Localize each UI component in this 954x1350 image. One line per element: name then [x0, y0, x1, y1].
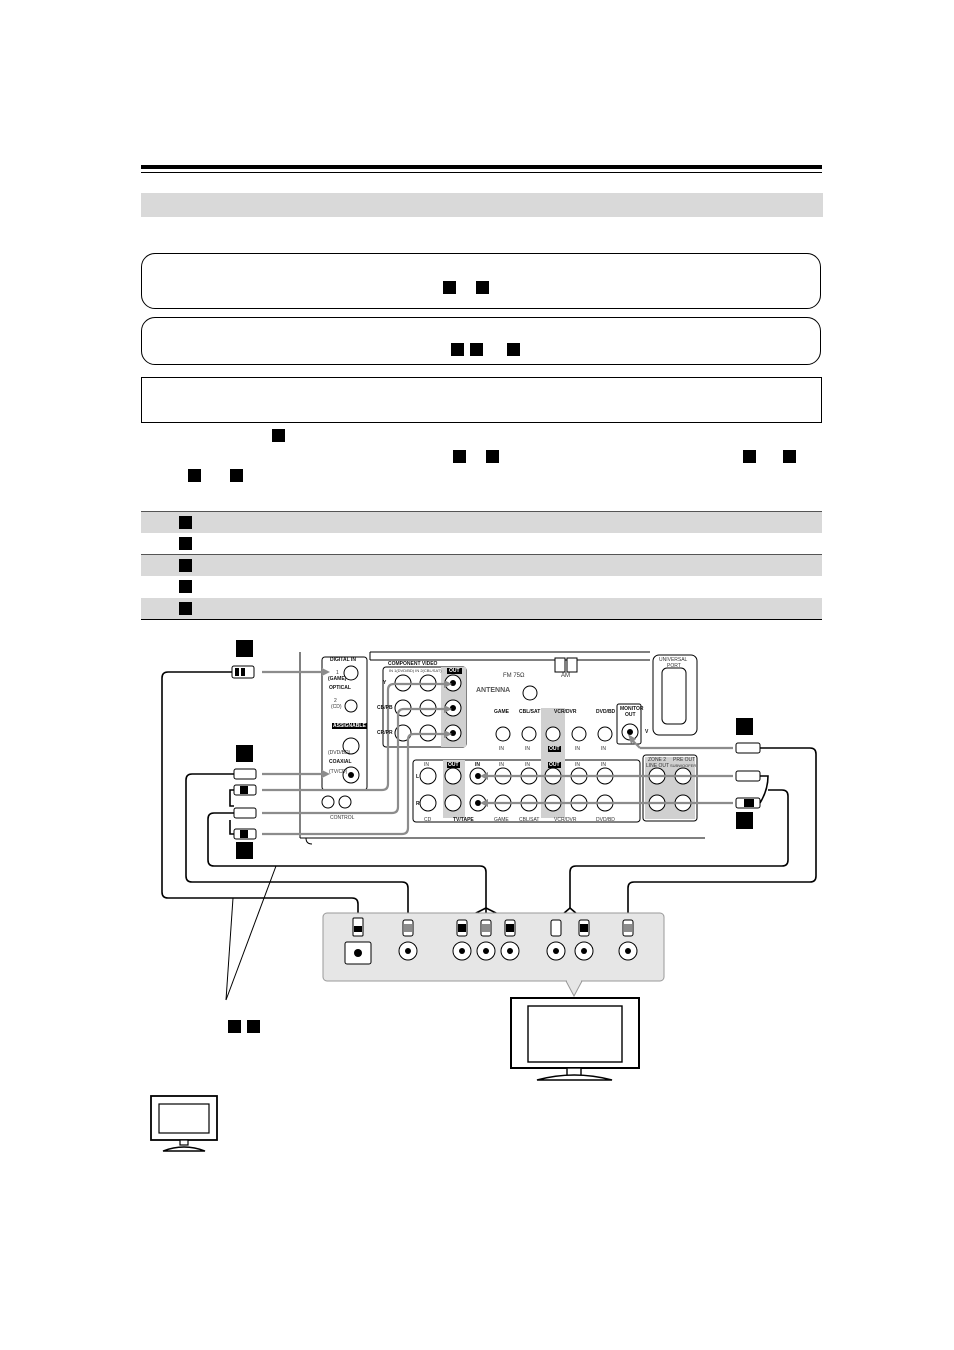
label-universal: UNIVERSAL	[659, 657, 688, 663]
step-marker	[230, 469, 243, 482]
label-v: V	[645, 729, 649, 735]
label-cv-in: IN 1(DVD/BD) IN 2(CBL/SAT)	[389, 668, 442, 673]
small-tv-icon	[150, 1095, 218, 1152]
label-tv-cd: (TV/CD)	[329, 769, 348, 775]
label-game-tag: (GAME)	[328, 676, 347, 682]
label-in: IN	[499, 762, 504, 768]
diagram-marker	[236, 745, 253, 762]
label-subwoofer: SUBWOOFER	[670, 763, 697, 768]
label-in: IN	[575, 746, 580, 752]
diagram-marker	[236, 640, 253, 657]
row-marker	[179, 602, 192, 615]
info-box-1	[141, 253, 821, 309]
label-digital-in: DIGITAL IN	[330, 657, 356, 663]
step-marker	[476, 281, 489, 294]
label-cb: CB/PB	[377, 705, 393, 711]
label-l: L	[416, 774, 420, 780]
label-cbl-sat: CBL/SAT	[519, 709, 541, 715]
label-dvd-bd: (DVD/BD)	[328, 750, 351, 756]
label-in: IN	[601, 746, 606, 752]
label-monitor-out: OUT	[625, 712, 636, 718]
step-marker	[188, 469, 201, 482]
row-marker	[179, 537, 192, 550]
label-vcr-dvr: VCR/DVR	[554, 817, 577, 823]
receiver-rear-panel	[299, 651, 705, 845]
label-tv-tape: TV/TAPE	[453, 817, 474, 823]
step-marker	[507, 343, 520, 356]
label-coax-num: 1	[336, 670, 339, 676]
label-opt-num: 2	[334, 698, 337, 704]
label-assignable: ASSIGNABLE	[332, 723, 367, 729]
label-cd: CD	[424, 817, 432, 823]
label-in: IN	[525, 746, 530, 752]
label-line-out: LINE OUT	[646, 763, 670, 769]
step-marker	[486, 450, 499, 463]
step-marker	[228, 1020, 241, 1033]
label-cv-out: OUT	[447, 668, 462, 674]
step-marker	[272, 429, 285, 442]
label-r: R	[416, 801, 420, 807]
step-marker	[453, 450, 466, 463]
diagram-marker	[236, 842, 253, 859]
label-zone2: ZONE 2	[648, 757, 667, 763]
step-marker	[443, 281, 456, 294]
label-coaxial: COAXIAL	[329, 759, 352, 765]
label-fm: FM 75Ω	[503, 673, 525, 679]
step-marker	[451, 343, 464, 356]
label-vcr-dvr: VCR/DVR	[554, 709, 577, 715]
step-marker	[247, 1020, 260, 1033]
label-opt-tag: (CD)	[331, 704, 342, 710]
tv-illustration	[510, 997, 640, 1081]
label-y: Y	[383, 680, 387, 686]
step-marker	[743, 450, 756, 463]
label-in: IN	[499, 746, 504, 752]
header-rule-thin	[141, 172, 822, 173]
label-pre-out: PRE OUT	[673, 757, 696, 763]
label-in: IN	[601, 762, 606, 768]
label-component-video: COMPONENT VIDEO	[388, 661, 438, 667]
label-out: OUT	[548, 746, 561, 752]
label-antenna: ANTENNA	[476, 687, 511, 694]
label-control: CONTROL	[330, 815, 355, 821]
info-box-2	[141, 317, 821, 365]
label-game: GAME	[494, 817, 509, 823]
step-marker	[470, 343, 483, 356]
table-row	[141, 598, 822, 619]
step-marker	[783, 450, 796, 463]
label-dvd-bd2: DVD/BD	[596, 817, 615, 823]
label-in: IN	[525, 762, 530, 768]
header-rule-thick	[141, 165, 822, 169]
label-out: OUT	[447, 762, 460, 768]
label-monitor: MONITOR	[620, 706, 644, 712]
label-in: IN	[575, 762, 580, 768]
row-marker	[179, 516, 192, 529]
label-cbl-sat: CBL/SAT	[519, 817, 540, 823]
row-marker	[179, 580, 192, 593]
table-row	[141, 512, 822, 533]
row-marker	[179, 559, 192, 572]
label-game: GAME	[494, 709, 509, 715]
label-am: AM	[561, 673, 570, 679]
label-cr: CR/PR	[377, 730, 393, 736]
section-title-bar	[141, 193, 823, 217]
label-dvd-bd2: DVD/BD	[596, 709, 616, 715]
diagram-marker	[736, 812, 753, 829]
label-port: PORT	[667, 663, 681, 669]
note-box	[141, 377, 822, 423]
label-in: IN	[475, 762, 480, 768]
diagram-marker	[736, 718, 753, 735]
table-row	[141, 555, 822, 576]
label-out: OUT	[548, 762, 561, 768]
label-in: IN	[424, 762, 429, 768]
label-optical: OPTICAL	[329, 685, 351, 691]
